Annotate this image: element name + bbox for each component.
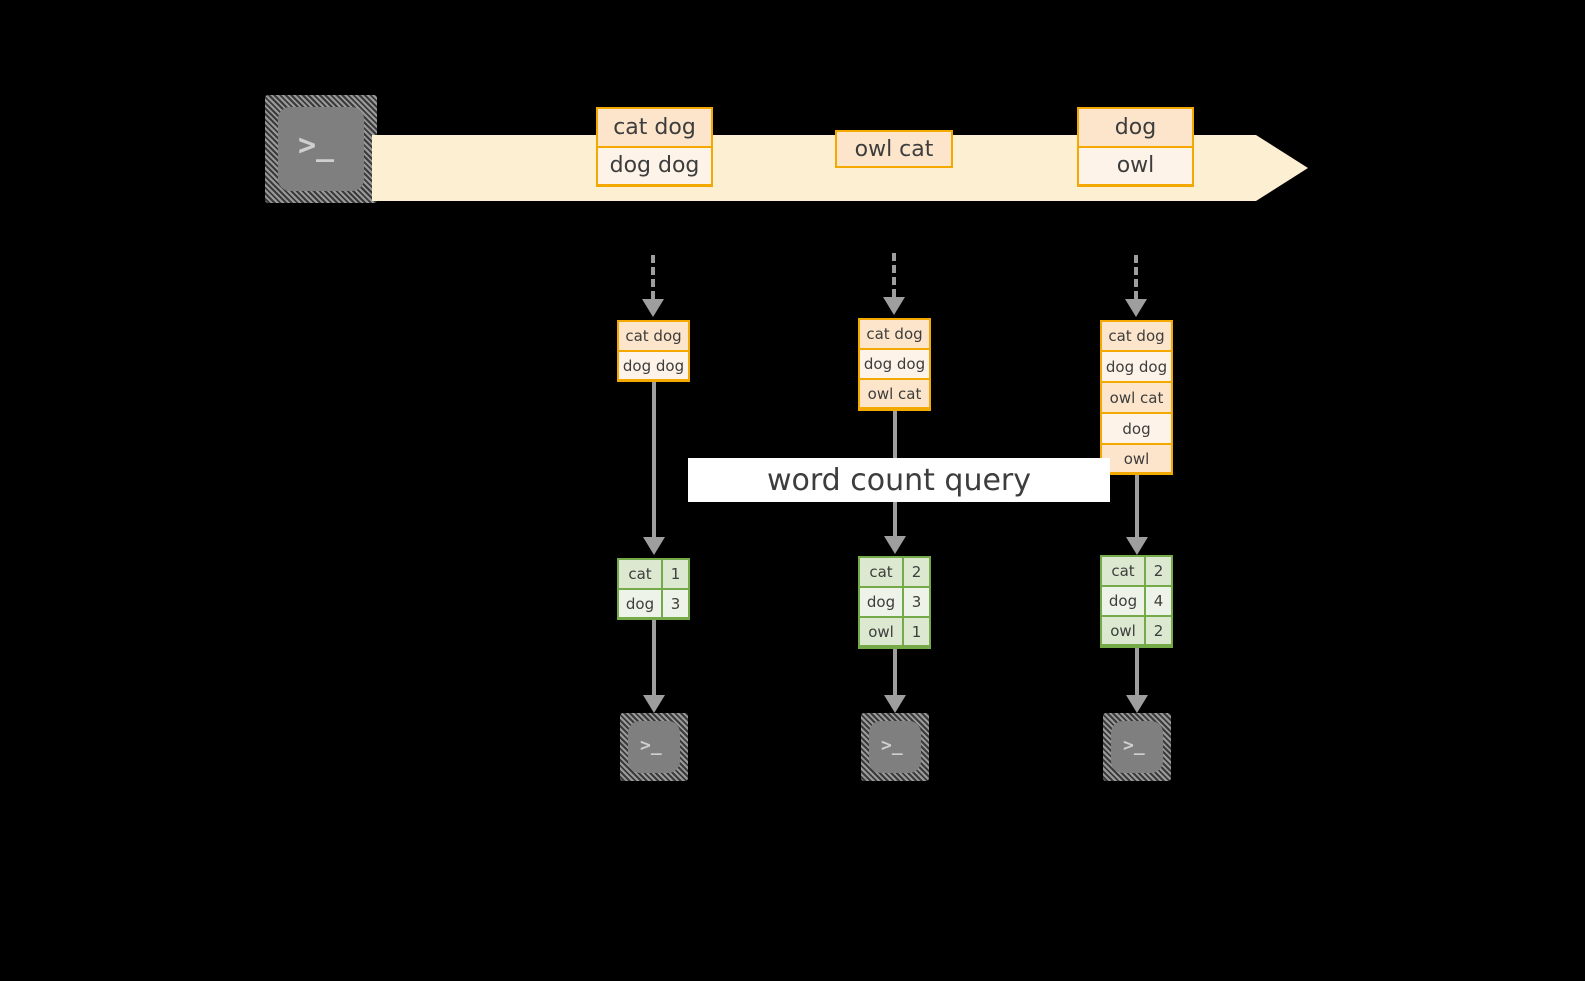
snapshot-2-output-arrow bbox=[875, 649, 915, 715]
result-row: dog 4 bbox=[1102, 587, 1171, 617]
result-word: dog bbox=[619, 590, 663, 617]
snapshot-1-result-table: cat 1 dog 3 bbox=[617, 558, 690, 620]
stream-record-group-2: owl cat bbox=[835, 130, 953, 168]
result-count: 2 bbox=[911, 563, 922, 581]
snapshot-input-row: dog bbox=[1102, 414, 1171, 445]
stream-arrow-head bbox=[1256, 135, 1308, 201]
snapshot-input-row: dog dog bbox=[1102, 352, 1171, 383]
result-count: 2 bbox=[1153, 621, 1164, 640]
snapshot-3-consumer-terminal-icon: >_ bbox=[1103, 713, 1171, 781]
snapshot-3-input-table: cat dog dog dog owl cat dog owl bbox=[1100, 320, 1173, 475]
snapshot-1-query-arrow bbox=[634, 382, 674, 557]
snapshot-input-row: owl cat bbox=[860, 380, 929, 407]
terminal-body bbox=[1111, 721, 1163, 773]
snapshot-input-row: cat dog bbox=[1102, 322, 1171, 352]
snapshot-3-output-arrow bbox=[1117, 648, 1157, 715]
result-word: owl bbox=[1102, 617, 1146, 644]
result-row: owl 2 bbox=[1102, 617, 1171, 644]
result-word: cat bbox=[1102, 557, 1146, 585]
stream-record-row: cat dog bbox=[598, 109, 711, 148]
stream-to-snapshot-3-arrow bbox=[1116, 255, 1156, 320]
result-row: cat 2 bbox=[1102, 557, 1171, 587]
result-row: cat 2 bbox=[860, 558, 929, 588]
stream-record-group-1: cat dog dog dog bbox=[596, 107, 713, 187]
snapshot-1-output-arrow bbox=[634, 620, 674, 715]
snapshot-input-row: dog dog bbox=[619, 352, 688, 379]
snapshot-2-consumer-terminal-icon: >_ bbox=[861, 713, 929, 781]
result-row: dog 3 bbox=[860, 588, 929, 618]
snapshot-input-row: cat dog bbox=[860, 320, 929, 350]
snapshot-input-row: cat dog bbox=[619, 322, 688, 352]
terminal-body bbox=[628, 721, 680, 773]
snapshot-input-row: owl bbox=[1102, 445, 1171, 472]
result-count: 4 bbox=[1153, 592, 1164, 610]
stream-record-row: owl bbox=[1079, 147, 1192, 184]
result-word: dog bbox=[1102, 587, 1146, 615]
result-word: dog bbox=[860, 588, 904, 616]
snapshot-3-result-table: cat 2 dog 4 owl 2 bbox=[1100, 555, 1173, 648]
result-word: cat bbox=[860, 558, 904, 586]
stream-record-row: owl cat bbox=[837, 132, 951, 166]
stream-record-row: dog bbox=[1079, 109, 1192, 148]
result-count: 1 bbox=[911, 622, 922, 641]
result-count: 3 bbox=[670, 594, 681, 613]
stream-to-snapshot-2-arrow bbox=[874, 253, 914, 318]
terminal-prompt-glyph: >_ bbox=[298, 128, 335, 163]
terminal-body bbox=[869, 721, 921, 773]
snapshot-3-query-arrow bbox=[1117, 475, 1157, 557]
result-count: 1 bbox=[670, 565, 681, 583]
stream-to-snapshot-1-arrow bbox=[633, 255, 673, 320]
snapshot-1-consumer-terminal-icon: >_ bbox=[620, 713, 688, 781]
result-count: 2 bbox=[1153, 562, 1164, 580]
stream-record-group-3: dog owl bbox=[1077, 107, 1194, 187]
terminal-body bbox=[278, 107, 364, 191]
terminal-prompt-glyph: >_ bbox=[640, 735, 662, 756]
terminal-prompt-glyph: >_ bbox=[881, 735, 903, 756]
terminal-prompt-glyph: >_ bbox=[1123, 735, 1145, 756]
query-label: word count query bbox=[688, 458, 1110, 502]
snapshot-input-row: owl cat bbox=[1102, 383, 1171, 414]
snapshot-1-input-table: cat dog dog dog bbox=[617, 320, 690, 382]
snapshot-input-row: dog dog bbox=[860, 350, 929, 380]
stream-record-row: dog dog bbox=[598, 147, 711, 184]
result-row: cat 1 bbox=[619, 560, 688, 590]
result-row: owl 1 bbox=[860, 618, 929, 645]
snapshot-2-input-table: cat dog dog dog owl cat bbox=[858, 318, 931, 411]
snapshot-2-result-table: cat 2 dog 3 owl 1 bbox=[858, 556, 931, 649]
result-count: 3 bbox=[911, 593, 922, 611]
result-word: cat bbox=[619, 560, 663, 588]
result-word: owl bbox=[860, 618, 904, 645]
producer-terminal-icon: >_ bbox=[265, 95, 377, 203]
result-row: dog 3 bbox=[619, 590, 688, 617]
